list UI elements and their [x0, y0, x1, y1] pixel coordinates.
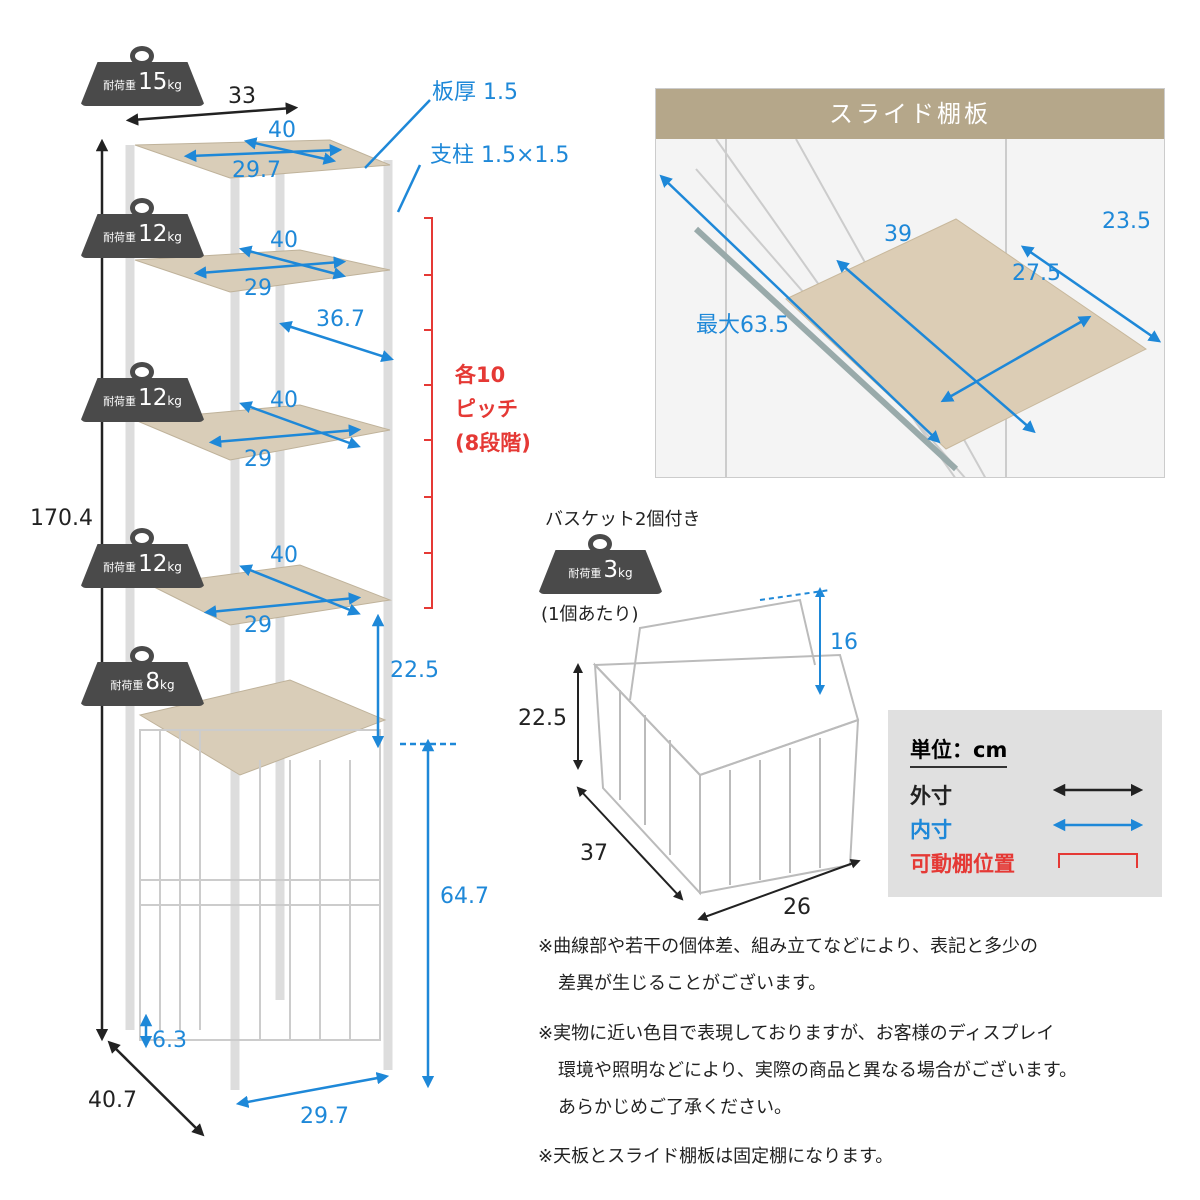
basket-height: 22.5: [518, 706, 567, 731]
slide-shelf-panel: スライド棚板 39 23.5 27.5 最大63.5: [655, 88, 1165, 478]
pitch-bracket: [424, 217, 433, 609]
shelf3-width: 29: [244, 447, 272, 472]
basket-per-unit: (1個あたり): [541, 604, 639, 625]
weight-unit: kg: [160, 678, 175, 692]
legend-unit: 単位：cm: [910, 734, 1008, 768]
pitch-line: ピッチ: [455, 397, 518, 421]
weight-value: 3: [603, 557, 619, 583]
note-2: ※実物に近い色目で表現しておりますが、お客様のディスプレイ 環境や照明などにより…: [538, 1015, 1077, 1126]
shelf4-depth: 40: [270, 543, 298, 568]
weight-label: 耐荷重: [103, 561, 137, 574]
shelf2-depth: 40: [270, 228, 298, 253]
slide-inner: 27.5: [1012, 261, 1061, 286]
basket-width: 26: [783, 895, 811, 920]
note-line: ※曲線部や若干の個体差、組み立てなどにより、表記と多少の: [538, 936, 1038, 957]
note-3: ※天板とスライド棚板は固定棚になります。: [538, 1138, 893, 1175]
slide-max: 最大63.5: [696, 313, 789, 338]
note-1: ※曲線部や若干の個体差、組み立てなどにより、表記と多少の 差異が生じることがござ…: [538, 928, 1038, 1002]
weight-value: 12: [138, 385, 168, 411]
pitch-line: (8段階): [455, 431, 531, 455]
outer-depth: 40.7: [88, 1088, 137, 1113]
weight-label: 耐荷重: [110, 679, 144, 692]
weight-value: 12: [138, 221, 168, 247]
basket-handle: 16: [830, 630, 858, 655]
weight-unit: kg: [167, 560, 182, 574]
total-height: 170.4: [30, 506, 93, 531]
slide-shelf-drawing: [659, 138, 1162, 477]
note-line: ※実物に近い色目で表現しておりますが、お客様のディスプレイ: [538, 1023, 1055, 1044]
weight-label: 耐荷重: [103, 79, 137, 92]
pitch-label: 各10 ピッチ (8段階): [455, 358, 531, 460]
top-depth: 40: [268, 118, 296, 143]
weight-unit: kg: [167, 394, 182, 408]
legend-symbols: [1053, 783, 1143, 868]
gap-height: 22.5: [390, 658, 439, 683]
lower-height: 64.7: [440, 884, 489, 909]
post-size: 支柱 1.5×1.5: [430, 143, 570, 168]
board-thickness: 板厚 1.5: [432, 80, 518, 105]
legend-inner: 内寸: [910, 818, 952, 842]
weight-value: 8: [145, 669, 161, 695]
shelf2-width: 29: [244, 276, 272, 301]
slide-title: スライド棚板: [656, 89, 1164, 139]
shelf4-width: 29: [244, 613, 272, 638]
weight-unit: kg: [167, 78, 182, 92]
note-line: ※天板とスライド棚板は固定棚になります。: [538, 1146, 894, 1167]
bottom-width: 29.7: [300, 1104, 349, 1129]
shelf3-depth: 40: [270, 388, 298, 413]
weight-label: 耐荷重: [103, 395, 137, 408]
top-width: 29.7: [232, 158, 281, 183]
basket-depth: 37: [580, 841, 608, 866]
bottom-clearance: 6.3: [152, 1028, 187, 1053]
weight-unit: kg: [167, 230, 182, 244]
note-line: 環境や照明などにより、実際の商品と異なる場合がございます。: [558, 1060, 1078, 1081]
slide-depth: 39: [884, 222, 912, 247]
legend-adjustable: 可動棚位置: [910, 852, 1015, 876]
weight-value: 15: [138, 69, 168, 95]
outer-width: 33: [228, 84, 256, 109]
note-line: あらかじめご了承ください。: [558, 1097, 792, 1118]
weight-label: 耐荷重: [103, 231, 137, 244]
slide-width: 23.5: [1102, 209, 1151, 234]
weight-unit: kg: [618, 566, 633, 580]
pitch-line: 各10: [455, 363, 506, 387]
rack-baskets: [139, 729, 381, 1041]
weight-value: 12: [138, 551, 168, 577]
inner-depth: 36.7: [316, 307, 365, 332]
legend: 単位：cm 外寸 内寸 可動棚位置: [888, 710, 1162, 897]
note-line: 差異が生じることがございます。: [558, 973, 827, 994]
weight-label: 耐荷重: [568, 567, 602, 580]
legend-outer: 外寸: [910, 784, 952, 808]
basket-caption: バスケット2個付き: [545, 509, 701, 530]
